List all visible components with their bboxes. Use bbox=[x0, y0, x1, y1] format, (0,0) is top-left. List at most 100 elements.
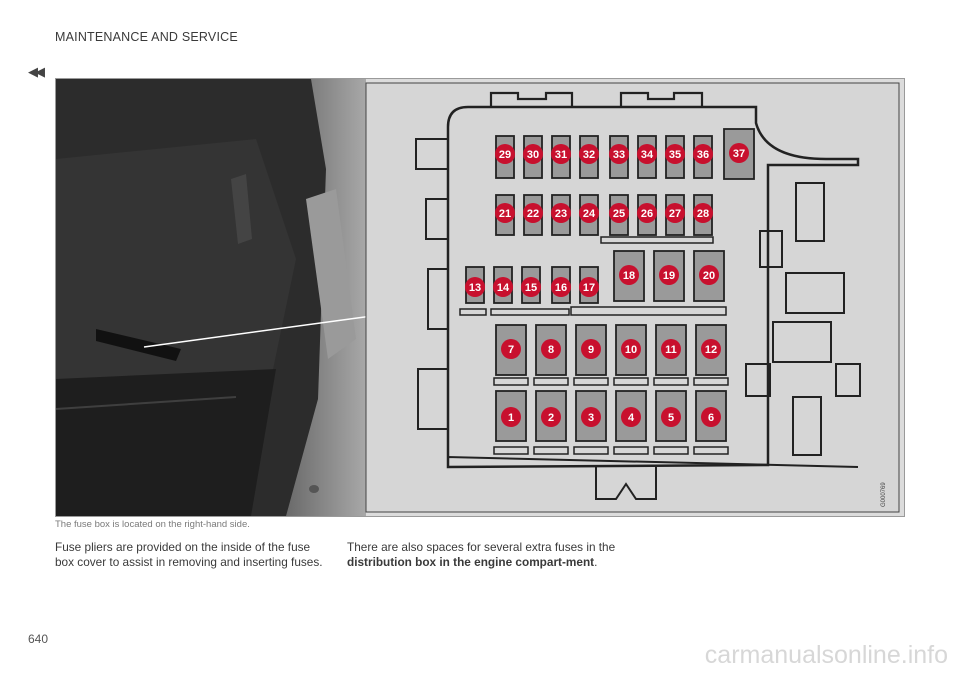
fuse-number-badge bbox=[579, 203, 599, 223]
fuse-number-badge bbox=[693, 203, 713, 223]
fuse-slot-bar bbox=[573, 446, 609, 455]
fuse-20: 20 bbox=[693, 250, 725, 302]
fuse-33: 33 bbox=[609, 135, 629, 179]
fuse-number-badge bbox=[661, 339, 681, 359]
fuse-number-label: 37 bbox=[733, 148, 745, 160]
fuse-18: 18 bbox=[613, 250, 645, 302]
fuse-number-label: 31 bbox=[555, 149, 567, 161]
fuse-6: 6 bbox=[695, 390, 727, 442]
fuse-number-label: 35 bbox=[669, 149, 681, 161]
fuse-number-label: 20 bbox=[703, 270, 715, 282]
fuse-21: 21 bbox=[495, 194, 515, 236]
fuse-number-label: 18 bbox=[623, 270, 635, 282]
fuse-8: 8 bbox=[535, 324, 567, 376]
fuse-1: 1 bbox=[495, 390, 527, 442]
fuse-number-label: 2 bbox=[548, 412, 554, 424]
fuse-34: 34 bbox=[637, 135, 657, 179]
watermark: carmanualsonline.info bbox=[704, 641, 948, 669]
fuse-slot-bar bbox=[693, 377, 729, 386]
fuse-number-badge bbox=[637, 144, 657, 164]
fuse-slot-bar bbox=[493, 446, 529, 455]
fuse-slot-bar bbox=[653, 446, 689, 455]
fuse-slot-bar bbox=[493, 377, 529, 386]
fuse-30: 30 bbox=[523, 135, 543, 179]
fuse-number-badge bbox=[541, 339, 561, 359]
fuse-number-badge bbox=[523, 203, 543, 223]
fuse-number-badge bbox=[701, 407, 721, 427]
figure-caption: The fuse box is located on the right-han… bbox=[55, 519, 250, 530]
fuse-number-badge bbox=[693, 144, 713, 164]
fuse-number-badge bbox=[621, 339, 641, 359]
fuse-slot-bar bbox=[533, 446, 569, 455]
paragraph-text: There are also spaces for several extra … bbox=[347, 540, 616, 554]
fuse-35: 35 bbox=[665, 135, 685, 179]
fuse-number-label: 1 bbox=[508, 412, 514, 424]
fuse-number-label: 22 bbox=[527, 208, 539, 220]
fuse-31: 31 bbox=[551, 135, 571, 179]
paragraph-distribution-box: There are also spaces for several extra … bbox=[347, 540, 617, 570]
fuse-slot-bar bbox=[573, 377, 609, 386]
fuse-number-badge bbox=[551, 144, 571, 164]
fuse-number-badge bbox=[665, 144, 685, 164]
fuse-number-label: 14 bbox=[497, 282, 510, 294]
fuse-number-label: 6 bbox=[708, 412, 714, 424]
fuse-number-label: 4 bbox=[628, 412, 635, 424]
fuse-number-badge bbox=[609, 144, 629, 164]
trunk-photo bbox=[56, 79, 366, 516]
distribution-box-link[interactable]: distribution box in the engine compart-m… bbox=[347, 555, 595, 569]
fuse-number-label: 19 bbox=[663, 270, 675, 282]
fuse-slot-bar bbox=[653, 377, 689, 386]
fuse-28: 28 bbox=[693, 194, 713, 236]
fuse-number-label: 11 bbox=[665, 344, 677, 356]
fuse-number-label: 25 bbox=[613, 208, 625, 220]
fuse-27: 27 bbox=[665, 194, 685, 236]
fuse-number-label: 28 bbox=[697, 208, 709, 220]
fuse-number-badge bbox=[465, 277, 485, 297]
fuse-number-badge bbox=[661, 407, 681, 427]
fuse-24: 24 bbox=[579, 194, 599, 236]
fuse-number-label: 24 bbox=[583, 208, 596, 220]
fuse-19: 19 bbox=[653, 250, 685, 302]
section-title: MAINTENANCE AND SERVICE bbox=[55, 30, 238, 44]
fuse-number-badge bbox=[581, 407, 601, 427]
fuse-36: 36 bbox=[693, 135, 713, 179]
fuse-number-badge bbox=[523, 144, 543, 164]
fuse-number-badge bbox=[495, 203, 515, 223]
image-code: G000769 bbox=[881, 482, 887, 507]
fuse-number-badge bbox=[501, 339, 521, 359]
fuse-9: 9 bbox=[575, 324, 607, 376]
fuse-number-label: 26 bbox=[641, 208, 653, 220]
fuse-number-badge bbox=[551, 277, 571, 297]
fuse-number-badge bbox=[659, 265, 679, 285]
fuse-number-badge bbox=[579, 277, 599, 297]
fuse-number-label: 3 bbox=[588, 412, 594, 424]
fuse-number-label: 5 bbox=[668, 412, 674, 424]
fuse-number-badge bbox=[621, 407, 641, 427]
fuse-32: 32 bbox=[579, 135, 599, 179]
fuse-10: 10 bbox=[615, 324, 647, 376]
fuse-number-badge bbox=[493, 277, 513, 297]
fuse-number-label: 13 bbox=[469, 282, 481, 294]
fuse-number-badge bbox=[501, 407, 521, 427]
fuse-15: 15 bbox=[521, 266, 541, 304]
fuse-number-badge bbox=[637, 203, 657, 223]
fuse-number-badge bbox=[699, 265, 719, 285]
fuse-number-label: 36 bbox=[697, 149, 709, 161]
fuse-13: 13 bbox=[465, 266, 485, 304]
fuse-slot-bar bbox=[613, 377, 649, 386]
fuse-23: 23 bbox=[551, 194, 571, 236]
fuse-number-label: 32 bbox=[583, 149, 595, 161]
fuse-3: 3 bbox=[575, 390, 607, 442]
fuse-16: 16 bbox=[551, 266, 571, 304]
double-left-arrow-icon[interactable]: ◀◀ bbox=[28, 64, 45, 79]
fuse-number-badge bbox=[619, 265, 639, 285]
fuse-number-label: 29 bbox=[499, 149, 511, 161]
fuse-number-label: 30 bbox=[527, 149, 539, 161]
fuse-number-label: 8 bbox=[548, 344, 554, 356]
fuse-number-badge bbox=[521, 277, 541, 297]
fuse-4: 4 bbox=[615, 390, 647, 442]
fuse-number-badge bbox=[701, 339, 721, 359]
fuse-37: 37 bbox=[723, 128, 755, 180]
fuse-25: 25 bbox=[609, 194, 629, 236]
